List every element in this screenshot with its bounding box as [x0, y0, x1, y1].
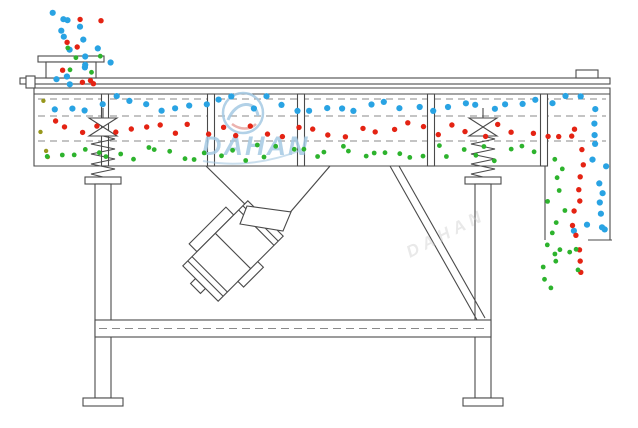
lid-left-endcap [25, 75, 36, 89]
particle-flow [38, 9, 610, 291]
left-spring [84, 108, 122, 185]
machine [19, 55, 612, 407]
left-base-plate [82, 397, 124, 407]
particles-chute-green [544, 156, 568, 264]
feed-inlet [37, 55, 105, 79]
particles-feed-stream-blue [49, 9, 114, 88]
particles-feed-stream-red [59, 16, 104, 87]
right-diagonal-brace [389, 165, 486, 321]
support-stand [82, 165, 504, 407]
brand-logo-swoosh-icon [226, 103, 260, 121]
watermark-underline-swoosh [202, 148, 305, 165]
left-leg [94, 183, 112, 399]
right-base-plate [462, 397, 504, 407]
particles-spill-green [540, 246, 581, 291]
top-cover [19, 69, 611, 89]
brand-logo-icon [221, 91, 265, 135]
brand-logo-red-arc-icon [231, 122, 257, 130]
particles-bottom-deck-green [44, 142, 537, 164]
left-spring-coil [90, 135, 116, 178]
particles-chute-blue [589, 120, 610, 233]
cross-beam [94, 319, 492, 338]
particles-mid-deck-red [52, 118, 578, 140]
screen-box [33, 87, 612, 241]
lid-right-lug [575, 69, 599, 79]
right-spring-coil [470, 135, 496, 178]
particles-chute-red [569, 133, 586, 275]
particles-feed-stream-green [65, 45, 103, 75]
particles-left-wall-olive [38, 98, 51, 160]
motor-foot [237, 260, 265, 288]
particles-top-deck-blue [51, 92, 599, 114]
screen-decks [38, 98, 606, 142]
particles-chute-blue-corner [570, 221, 606, 234]
motor-bracket-plate [239, 205, 292, 232]
